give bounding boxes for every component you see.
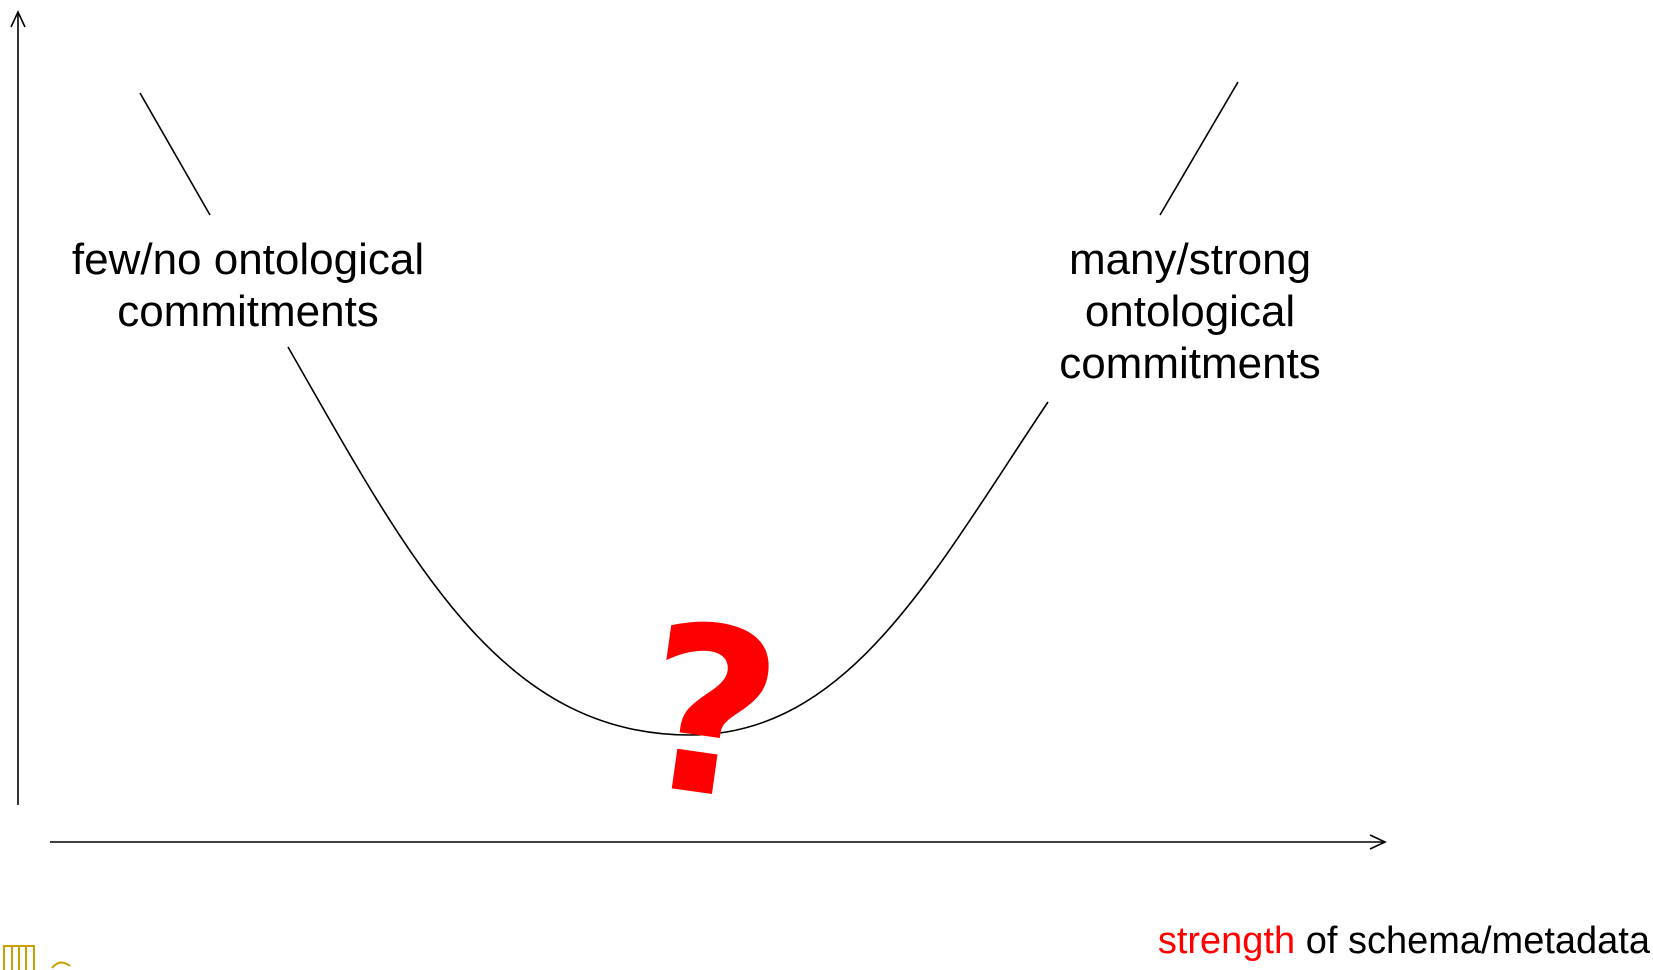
left-label-line: commitments <box>117 287 379 336</box>
right-label-line: ontological <box>1084 287 1296 336</box>
curve-right-upper-segment <box>1159 81 1239 216</box>
right-label: many/strong ontological commitments <box>1030 234 1350 390</box>
x-axis-caption-highlight: strength <box>1157 920 1296 962</box>
left-label-line: few/no ontological <box>71 235 425 284</box>
institution-logo-icon <box>3 945 71 970</box>
curve-left-upper-segment <box>139 92 211 216</box>
right-label-line: many/strong <box>1068 235 1312 284</box>
x-axis-caption-rest: of schema/metadata <box>1295 920 1650 962</box>
u-curve <box>287 346 1049 736</box>
left-label: few/no ontological commitments <box>38 234 458 338</box>
x-axis-caption: strength of schema/metadata <box>1020 918 1650 964</box>
right-label-line: commitments <box>1059 339 1321 388</box>
